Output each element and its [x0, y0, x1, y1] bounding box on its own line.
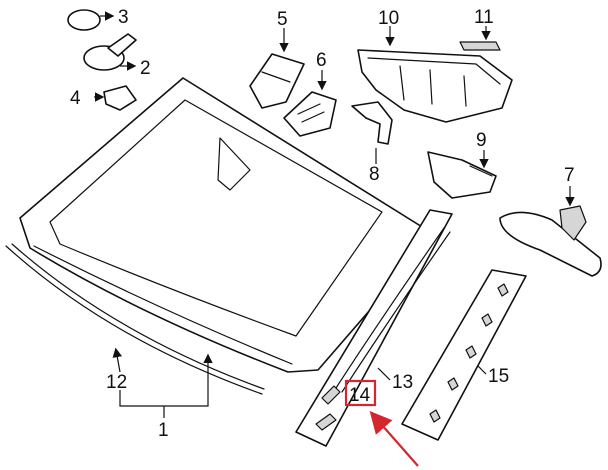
callout-5: 5 — [277, 9, 288, 30]
callout-9: 9 — [476, 130, 487, 151]
callout-13: 13 — [392, 372, 413, 393]
callout-6: 6 — [316, 50, 327, 71]
highlight-arrow — [369, 411, 419, 467]
callout-15: 15 — [488, 366, 509, 387]
callout-8: 8 — [369, 164, 380, 185]
part-2-sensor — [83, 33, 137, 71]
callout-7: 7 — [564, 165, 575, 186]
highlight-box — [344, 379, 377, 407]
callout-1: 1 — [158, 420, 169, 441]
callout-4: 4 — [70, 88, 81, 109]
lower-moulding — [5, 243, 265, 395]
part-15-clip-panel — [401, 269, 527, 441]
windshield-glass — [19, 77, 436, 373]
part-10-cover — [357, 26, 513, 123]
part-11-clip — [459, 26, 501, 51]
callout-12: 12 — [106, 372, 127, 393]
part-8-bracket — [351, 101, 393, 145]
part-5-bracket — [249, 28, 305, 109]
part-13-pillar-trim — [295, 209, 453, 447]
callout-14: 14 — [349, 385, 371, 406]
callout-3: 3 — [118, 7, 129, 28]
part-4-clip — [94, 85, 137, 111]
callout-11: 11 — [474, 7, 494, 28]
part-9-cover — [427, 150, 497, 199]
callout-10: 10 — [378, 8, 399, 29]
part-3-cap — [67, 9, 115, 31]
part-7-mirror — [499, 186, 602, 277]
part-6-module — [283, 70, 337, 137]
callout-2: 2 — [140, 58, 151, 79]
